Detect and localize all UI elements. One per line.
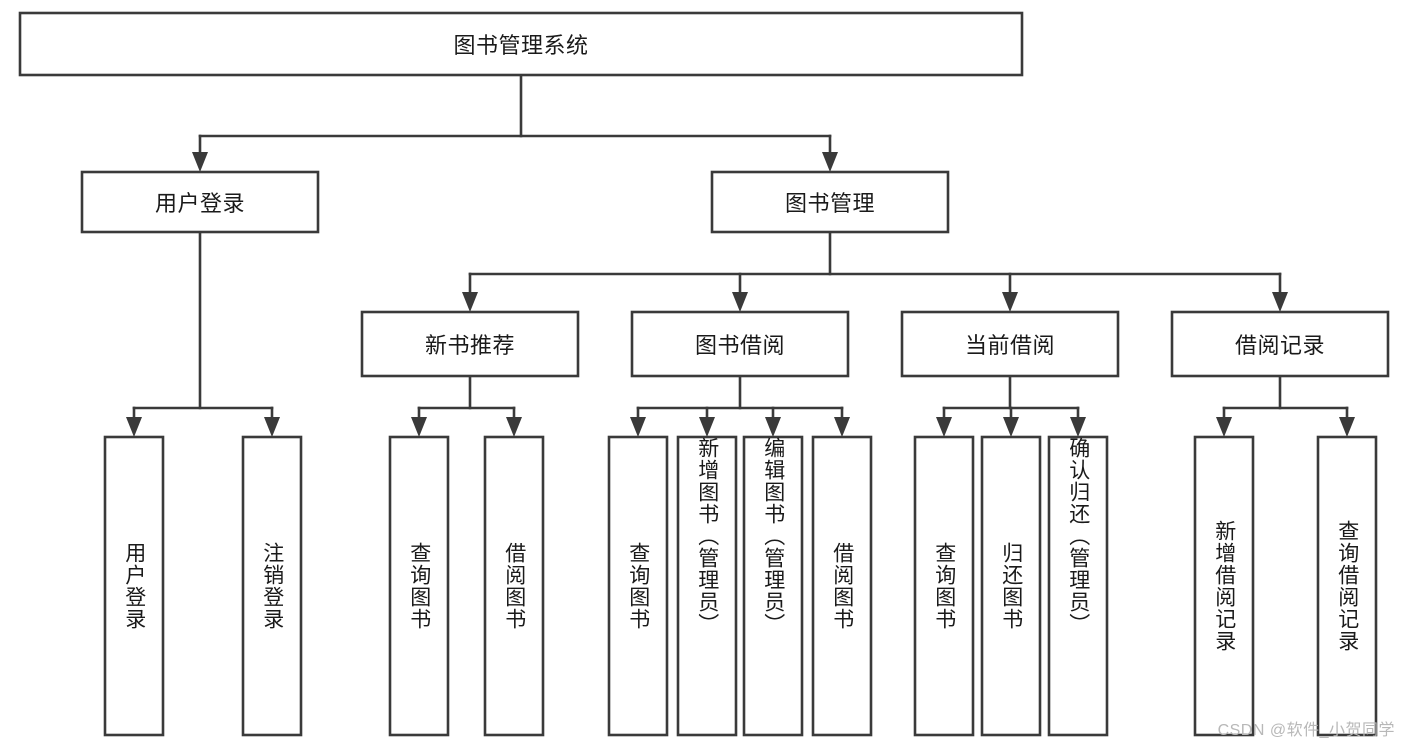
arrow-user-leaf-2	[264, 417, 280, 437]
connector-group	[126, 73, 1355, 437]
arrow-to-borrow-record	[1272, 292, 1288, 312]
node-current-borrow-box[interactable]	[900, 310, 1120, 378]
arrow-record-leaf-1	[1216, 417, 1232, 437]
leaf-new-book-1-box[interactable]	[388, 435, 450, 737]
leaf-borrow-record-1-box[interactable]	[1193, 435, 1255, 737]
node-book-borrow-box[interactable]	[630, 310, 850, 378]
node-root-box[interactable]	[18, 11, 1024, 77]
arrow-borrow-leaf-3	[765, 417, 781, 437]
arrow-borrow-leaf-2	[699, 417, 715, 437]
arrow-to-new-book	[462, 292, 478, 312]
leaf-current-borrow-1-box[interactable]	[913, 435, 975, 737]
node-box-group	[18, 11, 1390, 737]
arrow-to-user-login	[192, 152, 208, 172]
leaf-new-book-2-box[interactable]	[483, 435, 545, 737]
leaf-book-borrow-1-box[interactable]	[607, 435, 669, 737]
arrow-borrow-leaf-4	[834, 417, 850, 437]
node-new-book-recommend-box[interactable]	[360, 310, 580, 378]
arrow-current-leaf-2	[1003, 417, 1019, 437]
leaf-current-borrow-2-box[interactable]	[980, 435, 1042, 737]
leaf-current-borrow-3-box[interactable]	[1047, 435, 1109, 737]
leaf-book-borrow-2-box[interactable]	[676, 435, 738, 737]
node-book-mgmt-box[interactable]	[710, 170, 950, 234]
arrow-newbook-leaf-2	[506, 417, 522, 437]
leaf-user-login-1-box[interactable]	[103, 435, 165, 737]
arrow-borrow-leaf-1	[630, 417, 646, 437]
arrow-to-current-borrow	[1002, 292, 1018, 312]
arrow-current-leaf-1	[936, 417, 952, 437]
leaf-user-login-2-box[interactable]	[241, 435, 303, 737]
node-borrow-record-box[interactable]	[1170, 310, 1390, 378]
arrow-user-leaf-1	[126, 417, 142, 437]
leaf-borrow-record-2-box[interactable]	[1316, 435, 1378, 737]
arrow-to-book-mgmt	[822, 152, 838, 172]
watermark-text: CSDN @软件_小贺同学	[1217, 722, 1395, 739]
arrow-current-leaf-3	[1070, 417, 1086, 437]
arrow-newbook-leaf-1	[411, 417, 427, 437]
leaf-book-borrow-3-box[interactable]	[742, 435, 804, 737]
arrow-to-book-borrow	[732, 292, 748, 312]
node-user-login-box[interactable]	[80, 170, 320, 234]
leaf-book-borrow-4-box[interactable]	[811, 435, 873, 737]
arrow-record-leaf-2	[1339, 417, 1355, 437]
